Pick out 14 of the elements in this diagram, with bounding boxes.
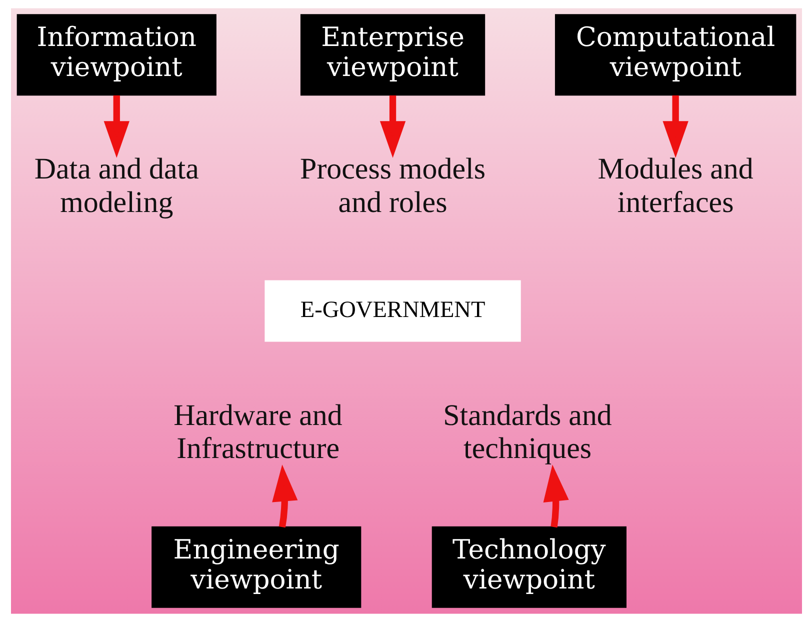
node-box: Computational viewpoint xyxy=(554,14,796,96)
arrow xyxy=(103,95,129,158)
node-text: Data and data modeling xyxy=(34,152,198,219)
node-text: Standards and techniques xyxy=(442,398,612,466)
node-box: Information viewpoint xyxy=(16,14,216,96)
node-box: Enterprise viewpoint xyxy=(300,14,485,96)
node-text: Hardware and Infrastructure xyxy=(173,398,342,466)
node-box: Engineering viewpoint xyxy=(151,526,361,608)
node-box: Technology viewpoint xyxy=(431,526,626,608)
arrow xyxy=(662,95,688,158)
arrow xyxy=(379,95,406,158)
node-text: Modules and interfaces xyxy=(597,152,753,219)
node-box: E-GOVERNMENT xyxy=(264,280,520,342)
node-text: Process models and roles xyxy=(300,152,485,219)
